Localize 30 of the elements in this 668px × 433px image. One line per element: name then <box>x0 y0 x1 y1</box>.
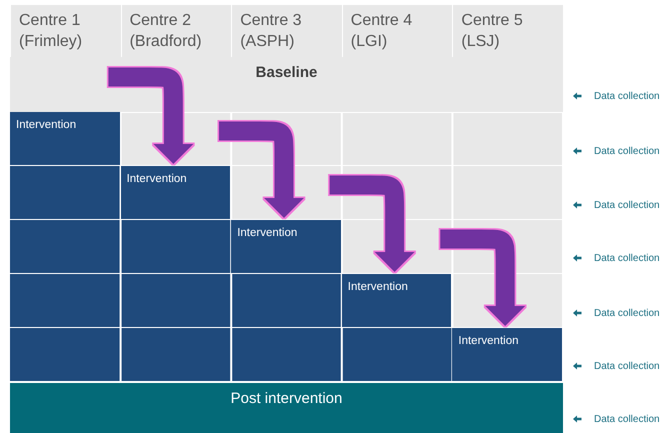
data-collection-label: Data collection <box>594 414 660 425</box>
cell-label: Intervention <box>458 334 520 349</box>
cell-label: Intervention <box>348 280 409 295</box>
bent-arrow <box>328 176 415 272</box>
data-collection-label: Data collection <box>594 200 660 211</box>
intervention-cell <box>231 220 341 273</box>
header-label: Centre 3 (ASPH) <box>240 11 303 52</box>
intervention-cell <box>120 166 230 219</box>
data-collection-label: Data collection <box>594 308 660 319</box>
intervention-cell <box>10 112 120 165</box>
cell-label: Post intervention <box>230 389 344 408</box>
bent-arrow <box>106 68 194 164</box>
data-collection-label: Data collection <box>594 253 660 264</box>
data-collection-label: Data collection <box>594 91 660 102</box>
data-collection-label: Data collection <box>594 361 660 372</box>
cell-label: Intervention <box>16 118 78 133</box>
header-label: Centre 5 (LSJ) <box>461 11 524 52</box>
intervention-cell <box>342 274 452 327</box>
cell-label: Intervention <box>126 172 188 187</box>
data-collection-label: Data collection <box>594 146 660 157</box>
bent-arrow <box>438 230 526 326</box>
cell-label: Baseline <box>254 63 318 82</box>
bent-arrow <box>217 122 304 218</box>
intervention-cell <box>452 328 562 381</box>
cell-label: Intervention <box>237 226 298 241</box>
baseline-band <box>10 57 563 112</box>
header-label: Centre 4 (LGI) <box>350 11 414 52</box>
header-label: Centre 2 (Bradford) <box>130 11 203 52</box>
post-intervention-band <box>10 383 563 433</box>
header-label: Centre 1 (Frimley) <box>19 11 84 52</box>
